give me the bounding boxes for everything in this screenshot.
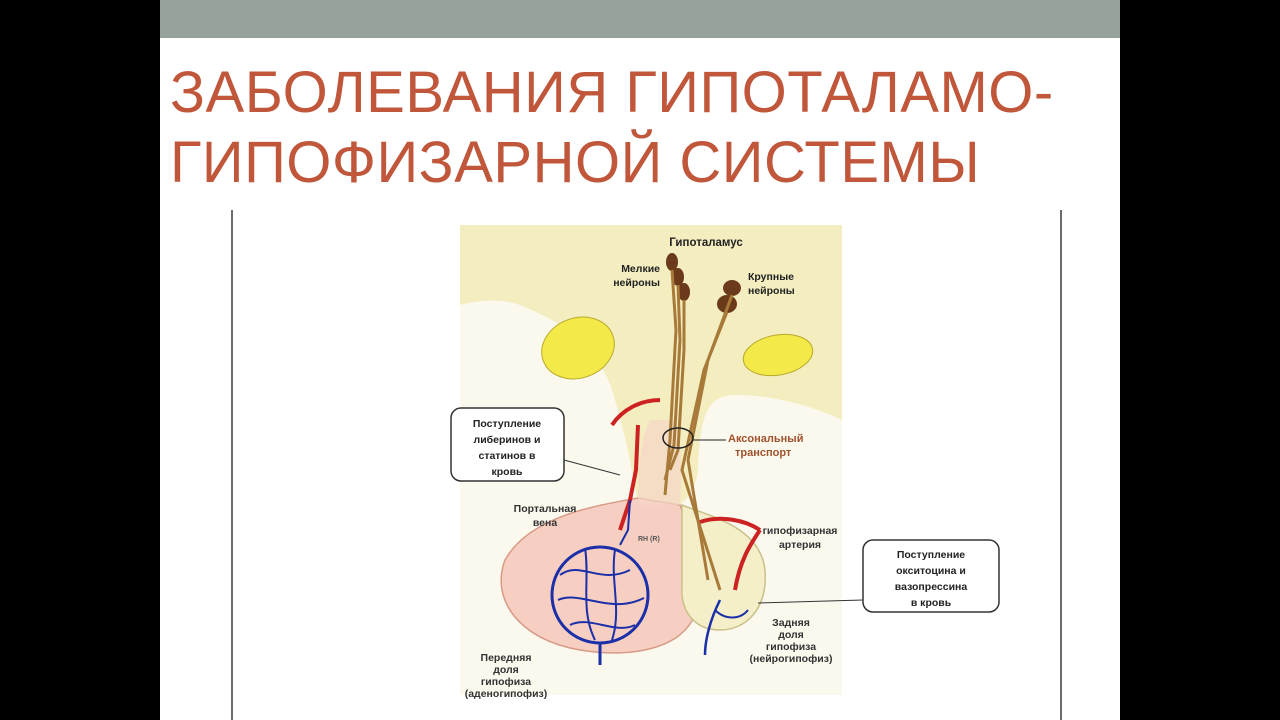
title-line-1: ЗАБОЛЕВАНИЯ ГИПОТАЛАМО-	[170, 60, 1054, 125]
oxytocin-line-1: Поступление	[897, 549, 965, 561]
oxytocin-line-4: в кровь	[911, 597, 952, 609]
arteries	[610, 398, 762, 591]
small-neurons-label-2: нейроны	[613, 277, 660, 289]
hypothalamic-pituitary-diagram: Гипоталамус Мелкие нейроны Крупные нейро…	[450, 225, 1000, 700]
small-neurons	[666, 253, 690, 301]
oxytocin-pointer	[757, 599, 864, 604]
small-neurons-label-1: Мелкие	[621, 263, 660, 275]
hypothalamus-tissue	[460, 225, 842, 505]
axonal-transport-marker	[662, 427, 694, 449]
posterior-lobe-label-1: Задняя	[772, 617, 810, 629]
right-divider	[1060, 210, 1062, 720]
oxytocin-line-3: вазопрессина	[895, 581, 968, 593]
liberins-line-2: либеринов и	[474, 434, 541, 446]
portal-vein-network	[550, 499, 749, 665]
posterior-lobe-label-2: доля	[778, 629, 804, 641]
artery-label-1: гипофизарная	[763, 525, 838, 537]
posterior-lobe-label-4: (нейрогипофиз)	[750, 653, 833, 665]
liberins-box	[450, 407, 565, 482]
axonal-transport-label-1: Аксональный	[728, 433, 803, 445]
axonal-transport-label-2: транспорт	[735, 447, 792, 459]
left-yellow-body	[541, 316, 615, 380]
anterior-lobe-label-3: гипофиза	[481, 676, 531, 688]
anterior-lobe-label-4: (аденогипофиз)	[465, 688, 548, 700]
anterior-lobe-label-1: Передняя	[481, 652, 532, 664]
large-neurons-label-1: Крупные	[748, 271, 794, 283]
liberins-line-1: Поступление	[473, 418, 541, 430]
rh-label: RH (R)	[638, 536, 660, 543]
title-line-2: ГИПОФИЗАРНОЙ СИСТЕМЫ	[170, 130, 981, 195]
posterior-lobe-label-3: гипофиза	[766, 641, 816, 653]
slide: ЗАБОЛЕВАНИЯ ГИПОТАЛАМО- ГИПОФИЗАРНОЙ СИС…	[160, 0, 1120, 720]
hypothalamus-label: Гипоталамус	[669, 237, 743, 249]
large-neurons	[717, 280, 741, 313]
oxytocin-box	[862, 539, 1000, 613]
axon-bundle	[663, 269, 734, 591]
anterior-lobe-label-2: доля	[493, 664, 519, 676]
left-divider	[231, 210, 233, 720]
slide-title: ЗАБОЛЕВАНИЯ ГИПОТАЛАМО- ГИПОФИЗАРНОЙ СИС…	[170, 58, 1110, 198]
liberins-line-3: статинов в	[478, 450, 536, 462]
portal-vein-label-2: вена	[533, 517, 557, 529]
right-yellow-body	[742, 333, 814, 377]
oxytocin-line-2: окситоцина и	[896, 565, 966, 577]
liberins-line-4: кровь	[492, 466, 524, 478]
large-neurons-label-2: нейроны	[748, 285, 795, 297]
artery-label-2: артерия	[779, 539, 821, 551]
portal-vein-label-1: Портальная	[514, 503, 577, 515]
top-bar	[160, 0, 1120, 38]
liberins-pointer	[563, 459, 621, 476]
